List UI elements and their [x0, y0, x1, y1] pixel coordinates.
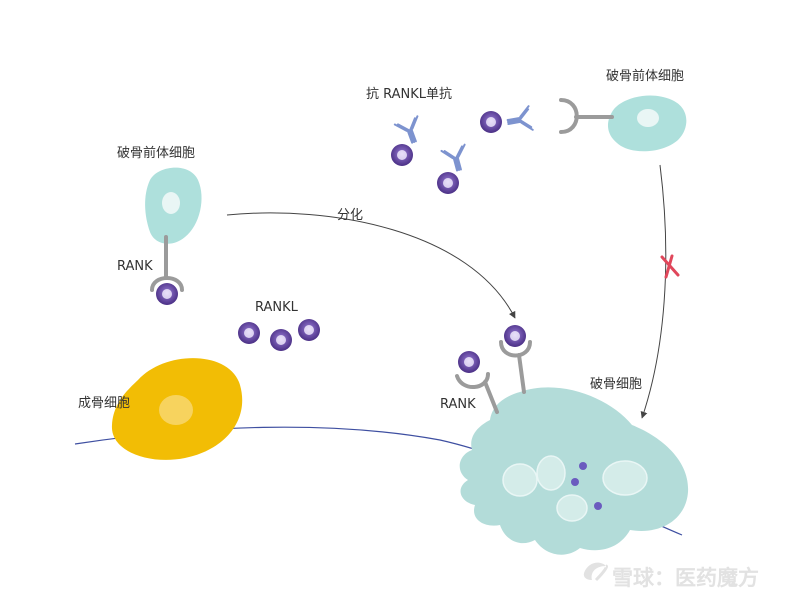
- osteoclast-granule-1: [579, 462, 587, 470]
- antibody-1: [393, 115, 427, 148]
- preosteoclast-label-left: 破骨前体细胞: [117, 145, 195, 161]
- rankl-ligand-bound-antibody-1: [391, 144, 413, 166]
- snowball-logo-icon: [583, 562, 608, 582]
- rank-receptor-osteoclast-2: [499, 340, 532, 394]
- rankl-ligand-free-1: [238, 322, 260, 344]
- osteoclast-granule-3: [594, 502, 602, 510]
- osteoclast-granule-2: [571, 478, 579, 486]
- osteoclast-nucleus-3: [556, 494, 588, 522]
- osteoclast-label: 破骨细胞: [590, 377, 642, 392]
- osteoclast-nucleus-4: [602, 460, 648, 496]
- rank-receptor-right-unbound: [559, 98, 614, 134]
- rankl-ligand-free-2: [270, 329, 292, 351]
- antibody-2: [440, 143, 472, 175]
- antibody-label: 抗 RANKL单抗: [366, 87, 452, 102]
- blocked-differentiation-arrow: [640, 164, 667, 419]
- osteoclast-nucleus-1: [502, 463, 538, 497]
- osteoclast-nucleus-2: [536, 455, 566, 491]
- rank-receptor-osteoclast-1: [455, 372, 499, 414]
- rankl-label: RANKL: [255, 300, 299, 315]
- preosteoclast-label-right: 破骨前体细胞: [606, 68, 684, 84]
- rank-label-right: RANK: [440, 397, 476, 412]
- rank-receptor-left: [150, 235, 184, 292]
- rankl-ligand-bound-left: [156, 283, 178, 305]
- osteoclast-cell: [459, 387, 689, 555]
- osteoblast-label: 成骨细胞: [78, 396, 130, 411]
- preosteoclast-nucleus-right: [637, 109, 659, 127]
- rankl-ligand-bound-antibody-3: [480, 111, 502, 133]
- antibody-3: [504, 105, 534, 135]
- x-mark-icon: [660, 254, 680, 279]
- rankl-ligand-osteoclast-2: [504, 325, 526, 347]
- preosteoclast-nucleus-left: [162, 192, 180, 214]
- osteoblast-nucleus: [159, 395, 193, 425]
- rank-label-left: RANK: [117, 259, 153, 274]
- differentiation-label: 分化: [337, 208, 363, 223]
- rankl-ligand-bound-antibody-2: [437, 172, 459, 194]
- differentiation-arrow: [226, 212, 516, 319]
- rankl-ligand-free-3: [298, 319, 320, 341]
- watermark-text: 雪球：医药魔方: [612, 566, 759, 590]
- rankl-ligand-osteoclast-1: [458, 351, 480, 373]
